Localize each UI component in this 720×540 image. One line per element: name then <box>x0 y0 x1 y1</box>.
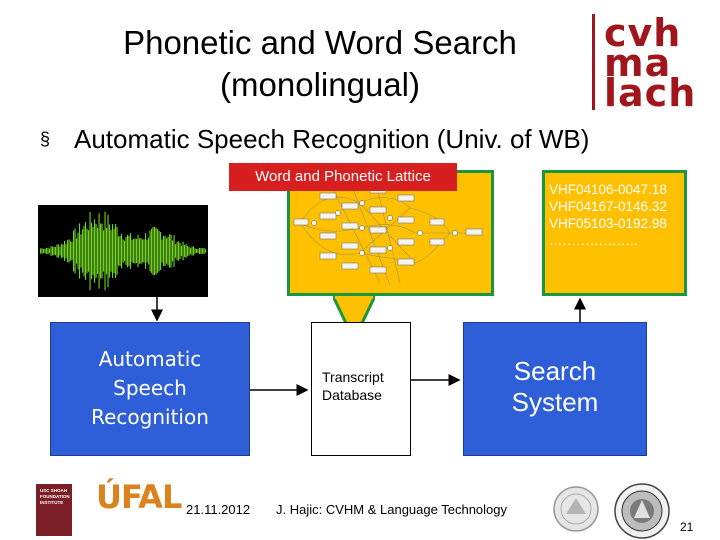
sfi-logo: USC SHOAH FOUNDATION INSTITUTE <box>36 484 72 536</box>
sfi-logo-text: USC SHOAH FOUNDATION INSTITUTE <box>36 484 72 506</box>
footer-credit: J. Hajic: CVHM & Language Technology <box>276 502 507 517</box>
ufal-logo: ÚFAL <box>96 478 181 516</box>
page-number: 21 <box>680 520 693 534</box>
charles-university-seal-icon <box>610 482 674 540</box>
university-seal-icon <box>548 484 608 534</box>
footer-date: 21.11.2012 <box>186 502 250 517</box>
